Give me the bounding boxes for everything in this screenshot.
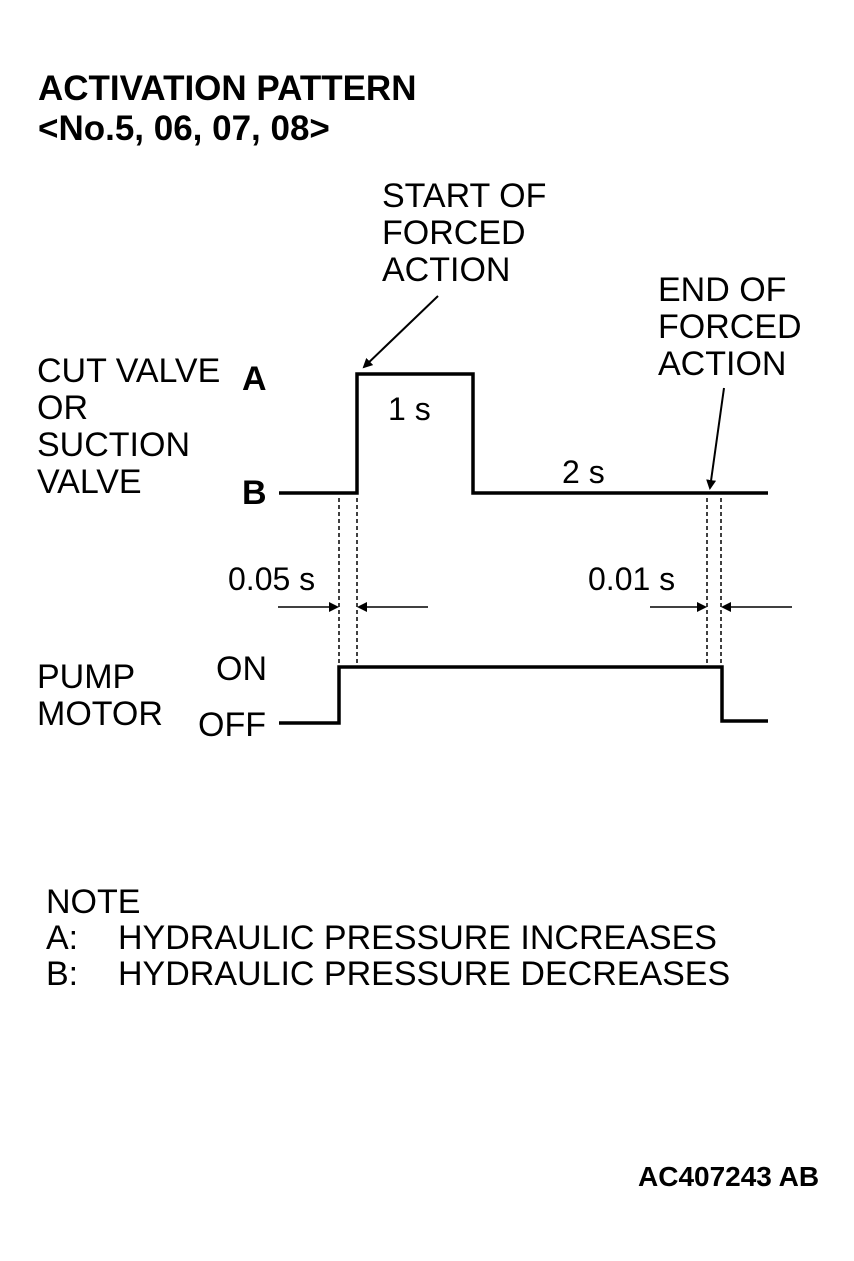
pump-label-line-2: MOTOR [37,695,163,733]
start-annotation-line-1: START OF [382,177,547,215]
pump-level-on: ON [216,650,267,688]
end-leader-arrow [706,387,725,490]
pump-waveform [279,665,768,725]
start-leader-arrow [362,295,439,369]
valve-label-line-1: CUT VALVE [37,352,221,390]
valve-label-line-4: VALVE [37,463,142,501]
note-heading: NOTE [46,883,141,921]
note-key-b: B: [46,955,79,993]
duration-low-label: 2 s [562,454,605,490]
valve-waveform [279,372,768,495]
diagram-subtitle: <No.5, 06, 07, 08> [38,109,330,148]
end-annotation-line-2: FORCED [658,308,802,346]
pump-label-line-1: PUMP [37,658,136,696]
end-delay-label: 0.01 s [588,561,676,597]
valve-level-a: A [242,360,267,398]
valve-label-line-3: SUCTION [37,426,190,464]
pump-level-off: OFF [198,706,266,744]
figure-code: AC407243 AB [638,1161,820,1192]
start-annotation-line-2: FORCED [382,214,526,252]
valve-level-b: B [242,474,267,512]
note-text-a: HYDRAULIC PRESSURE INCREASES [118,919,717,957]
end-annotation-line-3: ACTION [658,345,787,383]
end-annotation-line-1: END OF [658,271,787,309]
note-text-b: HYDRAULIC PRESSURE DECREASES [118,955,731,993]
duration-high-label: 1 s [388,391,431,427]
start-annotation-line-3: ACTION [382,251,511,289]
note-key-a: A: [46,919,79,957]
diagram-title: ACTIVATION PATTERN [38,69,417,108]
start-delay-label: 0.05 s [228,561,316,597]
valve-label-line-2: OR [37,389,88,427]
